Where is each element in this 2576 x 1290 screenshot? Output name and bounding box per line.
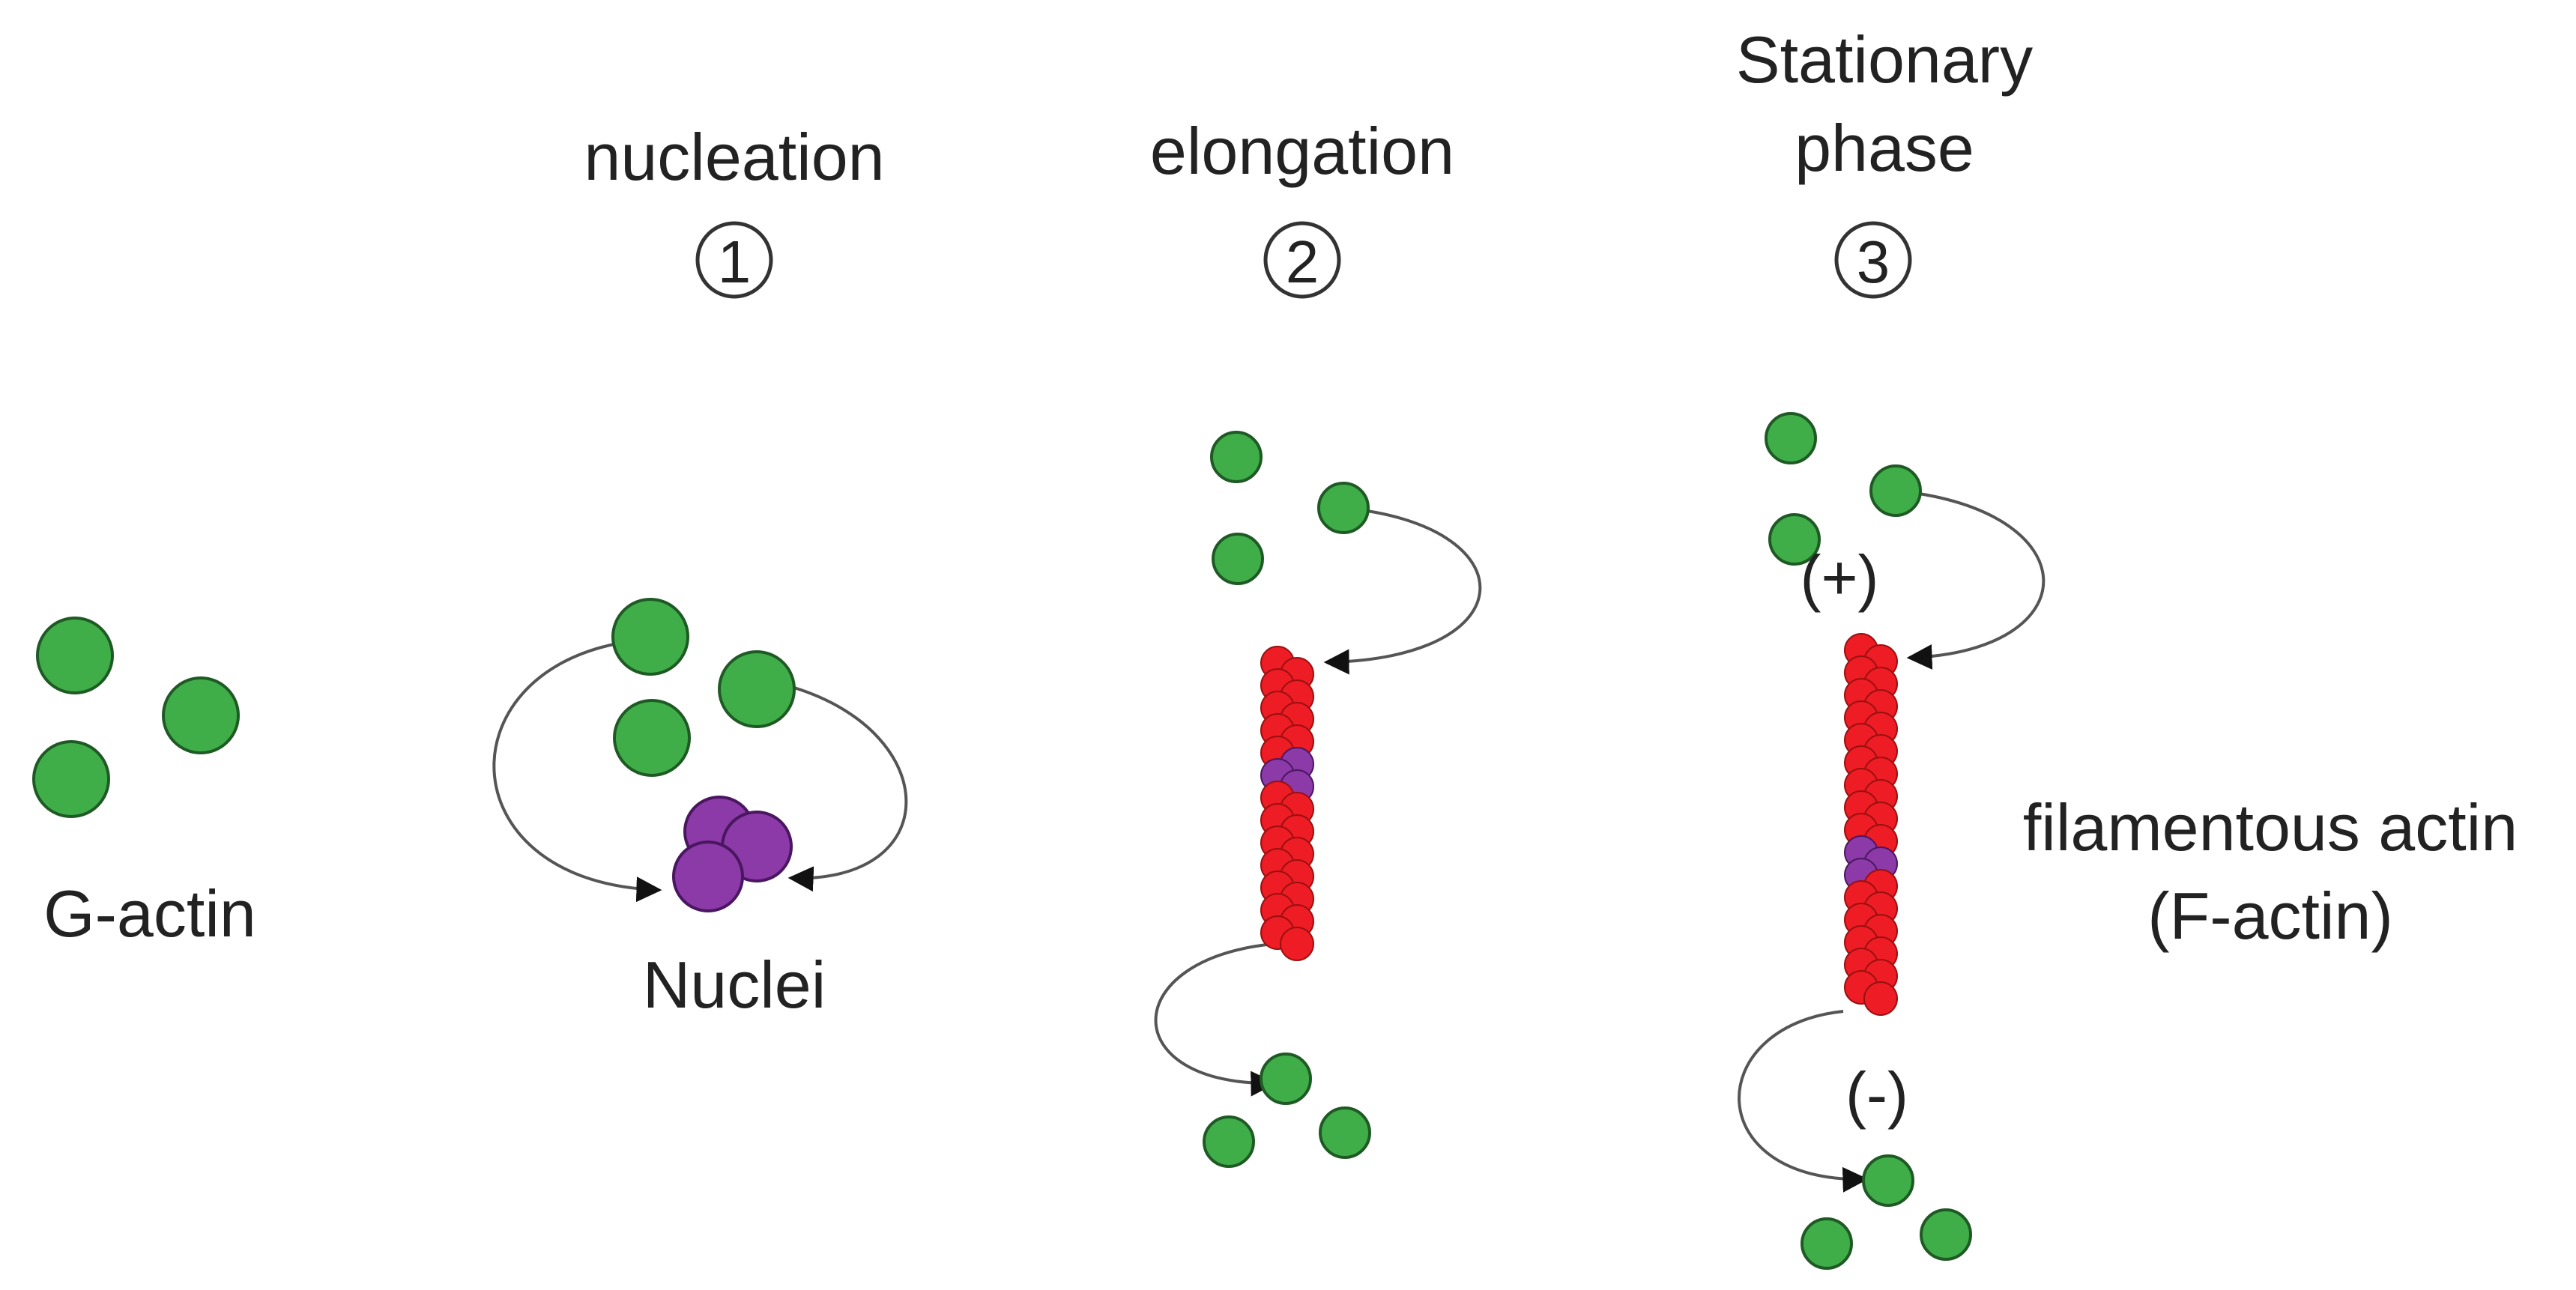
- stationary-arrow-bottom: [1738, 1010, 1869, 1193]
- g-actin-monomer: [1317, 482, 1370, 534]
- stage-number-ring-2: [1263, 221, 1341, 299]
- nucleation-arrow-left: [492, 641, 662, 903]
- g-actin-monomer: [611, 598, 689, 676]
- elongation-arrow-bottom: [1154, 942, 1277, 1097]
- g-actin-monomer: [1869, 464, 1922, 517]
- stage-number-2: 2: [1286, 228, 1319, 295]
- nucleation-arrow-right: [787, 686, 908, 892]
- g-actin-monomer: [1319, 1106, 1371, 1159]
- nuclei-label: Nuclei: [643, 948, 826, 1022]
- stage-elongation-header: elongation 2: [1150, 114, 1454, 299]
- stationary-arrow-top: [1895, 489, 2046, 670]
- g-actin-monomer: [1212, 533, 1264, 585]
- g-actin-monomer: [1203, 1115, 1255, 1168]
- g-actin-monomer: [718, 650, 796, 728]
- g-actin-monomer: [32, 740, 110, 818]
- g-actin-monomer: [1210, 431, 1263, 483]
- stage-number-3: 3: [1857, 228, 1890, 295]
- nucleation-monomers: [611, 598, 796, 777]
- f-actin-subunit: [1280, 927, 1314, 961]
- stage-stationary-header: Stationary phase 3: [1736, 22, 2033, 299]
- plus-end-label: (+): [1801, 542, 1879, 613]
- stage-title-stationary-line1: Stationary: [1736, 22, 2033, 97]
- g-actin-monomer: [1765, 412, 1817, 464]
- g-actin-monomer: [613, 699, 691, 777]
- g-actin-monomer: [1862, 1154, 1914, 1207]
- nuclei-cluster: [672, 796, 793, 912]
- g-actin-monomer: [36, 617, 114, 694]
- g-actin-monomer: [1768, 513, 1821, 566]
- nucleus-monomer: [672, 841, 744, 912]
- stage-title-nucleation: nucleation: [584, 120, 884, 194]
- f-actin-subunit: [1863, 981, 1898, 1016]
- stationary-monomers: [1765, 412, 1972, 1270]
- elongation-filament: [1260, 646, 1314, 961]
- g-actin-monomer: [1260, 1053, 1312, 1105]
- stage-number-ring-3: [1834, 221, 1912, 299]
- stationary-filament: [1844, 633, 1898, 1016]
- minus-end-label: (-): [1845, 1059, 1908, 1130]
- g-actin-label: G-actin: [43, 876, 256, 951]
- g-actin-monomer: [162, 676, 240, 754]
- f-actin-label-line1: filamentous actin: [2023, 790, 2518, 864]
- g-actin-monomer: [1801, 1217, 1853, 1270]
- stage-nucleation-header: nucleation 1: [584, 120, 885, 299]
- g-actin-monomer: [1920, 1208, 1972, 1261]
- stage-title-stationary-line2: phase: [1795, 111, 1974, 185]
- stage-number-ring-1: [695, 221, 773, 299]
- stage-title-elongation: elongation: [1150, 114, 1454, 188]
- elongation-arrow-top: [1323, 506, 1482, 675]
- stage-number-1: 1: [718, 228, 752, 295]
- f-actin-label-line2: (F-actin): [2147, 879, 2393, 953]
- elongation-monomers: [1203, 431, 1371, 1168]
- g-actin-group: [32, 617, 240, 818]
